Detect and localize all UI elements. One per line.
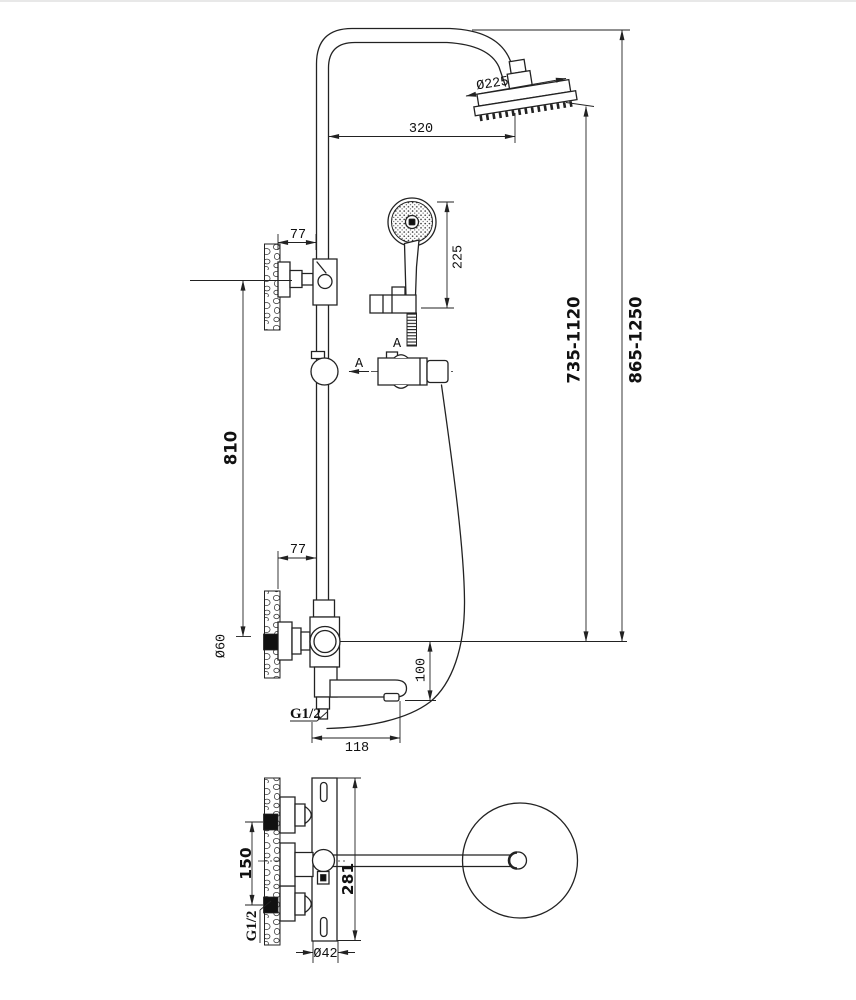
hand-shower xyxy=(388,198,436,297)
slider-ring xyxy=(311,352,338,386)
riser-height-range-label: 735-1120 xyxy=(565,296,584,383)
upper-wall-bracket xyxy=(265,244,338,330)
dimension-head-diameter: Ø225 xyxy=(465,75,567,97)
dimension-arm-reach: 320 xyxy=(328,113,515,143)
lower-bracket-flange xyxy=(278,622,292,660)
spout-aerator xyxy=(384,694,399,702)
hand-shower-center xyxy=(409,219,415,225)
spray-nozzles xyxy=(480,103,575,118)
dimension-bar-diameter: Ø42 xyxy=(296,941,355,963)
plan-arm-end-connector xyxy=(509,852,527,869)
slider-lock-tab xyxy=(312,352,325,359)
outlet-thread-callout: G1/2 xyxy=(290,706,327,722)
dimension-bar-height: 810 xyxy=(190,281,292,637)
inlet-spacing-label: 150 xyxy=(237,847,255,880)
valve-top-adapter xyxy=(314,600,335,617)
hose-spring-guard xyxy=(407,313,417,346)
plan-diverter-detail xyxy=(318,872,330,885)
mixer-valve xyxy=(310,600,407,719)
dimension-hand-shower-length: 225 xyxy=(421,202,467,308)
plan-view: 150 G1/2 281 Ø42 xyxy=(237,778,578,963)
spout-drop-label: 100 xyxy=(415,658,430,682)
head-face-plate xyxy=(474,91,577,116)
section-arrow-label: A xyxy=(355,357,364,372)
bar-height-label: 810 xyxy=(222,431,241,465)
body-depth-label: 281 xyxy=(339,863,357,895)
riser-pipe-and-arm xyxy=(317,29,518,608)
plan-slot-top xyxy=(321,783,328,802)
dimension-spout-drop: 100 xyxy=(405,641,436,701)
head-diameter-label: Ø225 xyxy=(475,75,509,95)
spout-reach-label: 118 xyxy=(345,741,369,756)
upper-bracket-offset-label: 77 xyxy=(290,228,306,243)
overall-height-range-label: 865-1250 xyxy=(627,296,646,383)
plan-wall-section xyxy=(265,778,281,945)
plan-inlet-top xyxy=(264,797,312,833)
lower-bracket-offset-label: 77 xyxy=(290,543,306,558)
hand-shower-holder xyxy=(370,287,417,346)
plan-inlet-top-seal xyxy=(264,814,279,830)
hand-shower-length-label: 225 xyxy=(452,245,467,269)
front-view: Ø225 320 225 xyxy=(190,29,646,756)
bar-diameter-label: Ø42 xyxy=(313,947,337,962)
dimension-body-depth: 281 xyxy=(337,778,361,941)
plan-shower-arm xyxy=(333,855,513,867)
dimension-riser-height-range: 735-1120 xyxy=(565,103,595,642)
plan-arm-joint xyxy=(313,850,335,872)
plan-inlet-bottom xyxy=(264,886,312,921)
plan-slot-bottom xyxy=(321,918,328,937)
section-arrow: A xyxy=(348,357,369,374)
window-top-edge xyxy=(0,0,856,2)
upper-bracket-pivot xyxy=(318,275,332,289)
upper-bracket-flange xyxy=(278,262,290,297)
section-view-a: A xyxy=(371,337,456,388)
arm-reach-label: 320 xyxy=(409,122,433,137)
hand-shower-handle xyxy=(405,240,420,297)
dimension-inlet-spacing: 150 xyxy=(237,822,263,905)
lower-wall-bracket xyxy=(264,591,311,678)
plan-inlet-bottom-seal xyxy=(264,897,279,913)
dimension-overall-height-range: 865-1250 xyxy=(472,30,646,642)
outlet-thread-label: G1/2 xyxy=(290,706,321,722)
section-view-label: A xyxy=(393,337,402,352)
inlet-thread-callout: G1/2 xyxy=(244,901,271,943)
dimension-spout-reach: 118 xyxy=(312,701,400,756)
shower-hose xyxy=(327,385,465,729)
lower-bracket-seal xyxy=(264,634,279,650)
flange-diameter-label: Ø60 xyxy=(215,634,230,658)
inlet-thread-label: G1/2 xyxy=(244,911,260,942)
dimension-upper-bracket-offset: 77 xyxy=(278,228,316,250)
dimension-lower-bracket-offset: 77 xyxy=(278,543,317,589)
